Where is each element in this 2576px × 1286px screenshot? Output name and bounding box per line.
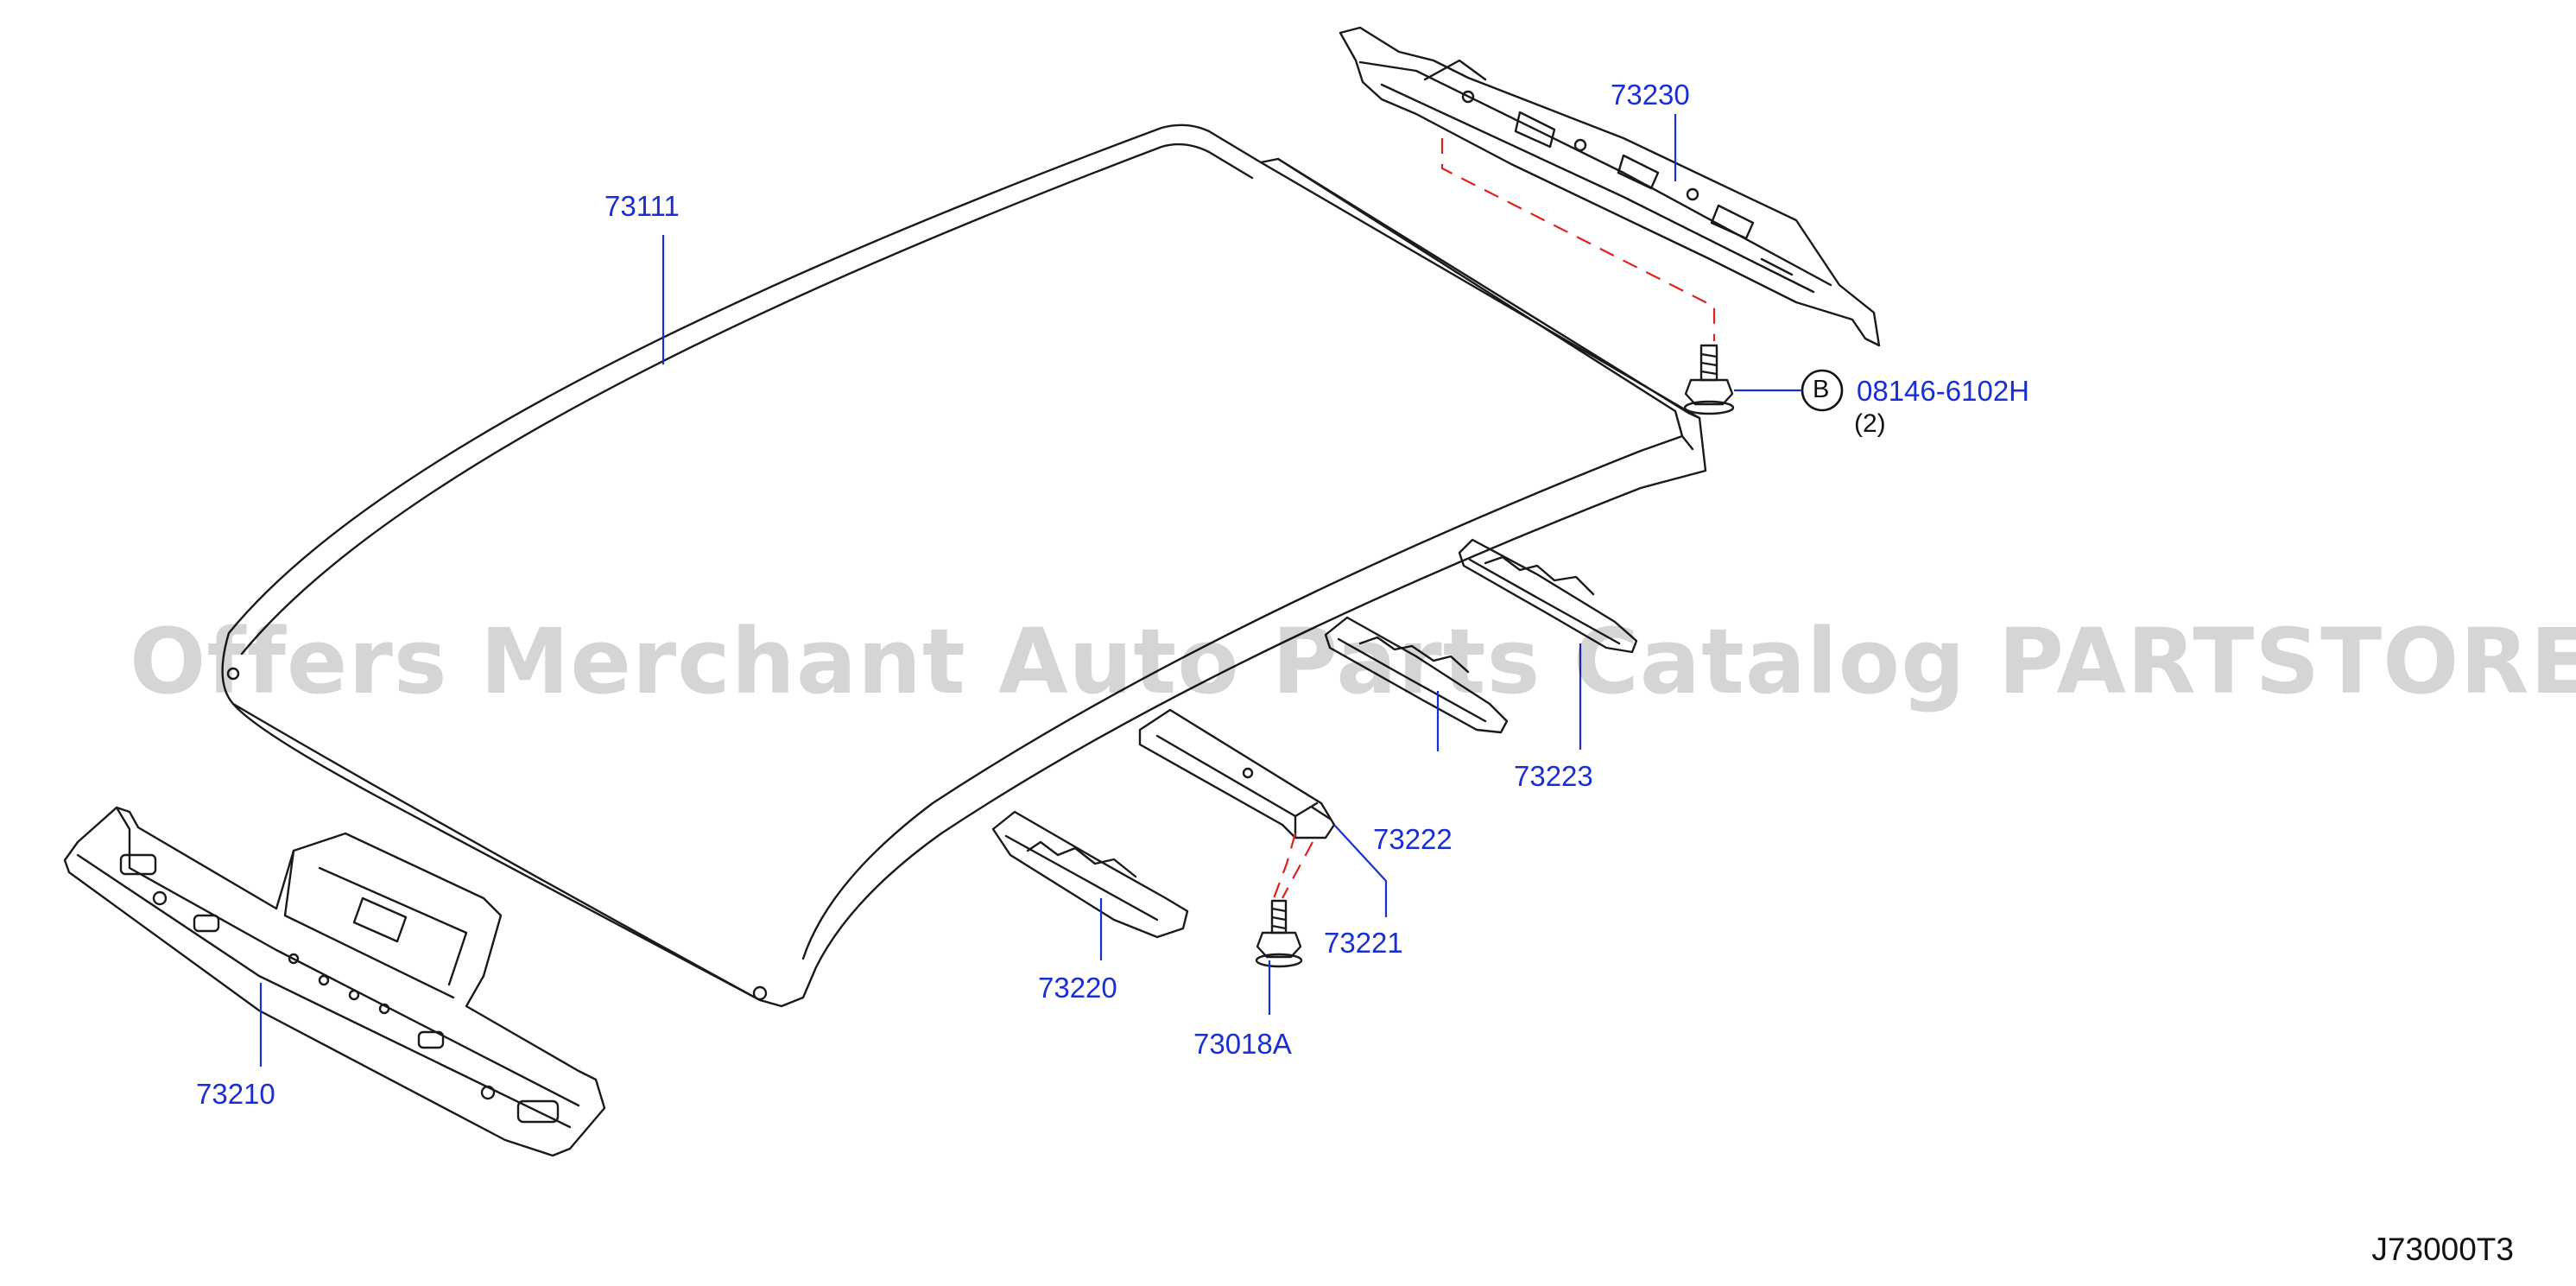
roof-panel-drawing xyxy=(221,124,1707,1008)
bolt-73018a-drawing xyxy=(1255,899,1303,968)
leader-lines xyxy=(259,114,1802,1067)
part-label-73210[interactable]: 73210 xyxy=(196,1078,275,1110)
part-label-73220[interactable]: 73220 xyxy=(1038,972,1117,1004)
part-label-73221[interactable]: 73221 xyxy=(1324,927,1403,959)
part-label-73223[interactable]: 73223 xyxy=(1514,760,1593,792)
rear-roof-rail-drawing xyxy=(63,806,606,1157)
part-label-73111[interactable]: 73111 xyxy=(604,190,680,222)
roof-bow-73221-drawing xyxy=(1138,708,1336,839)
roof-bow-73220-drawing xyxy=(991,810,1189,939)
diagram-id: J73000T3 xyxy=(2371,1232,2514,1267)
part-label-73018a[interactable]: 73018A xyxy=(1193,1028,1292,1060)
part-label-08146-6102h[interactable]: 08146-6102H xyxy=(1857,375,2029,407)
marker-b-letter: B xyxy=(1813,376,1830,403)
roof-bow-73222-drawing xyxy=(1324,616,1509,734)
quantity-label: (2) xyxy=(1854,409,1886,438)
roof-bow-73223-drawing xyxy=(1458,538,1638,654)
part-label-73230[interactable]: 73230 xyxy=(1611,79,1690,111)
part-label-73222[interactable]: 73222 xyxy=(1373,823,1453,855)
dashed-guides xyxy=(1272,138,1716,899)
front-roof-rail-drawing xyxy=(1339,26,1881,347)
bolt-08146-drawing xyxy=(1683,344,1735,415)
